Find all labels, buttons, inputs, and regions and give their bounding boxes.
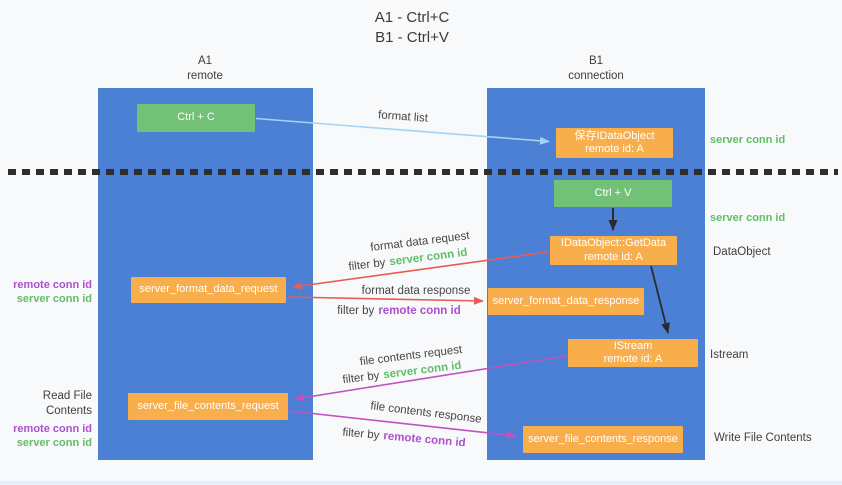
title-line-1: A1 - Ctrl+C [374, 9, 450, 26]
left-remote-conn-id-2: remote conn id [13, 423, 92, 435]
node-save-idataobject-line2: remote id: A [585, 143, 644, 155]
right-server-conn-id-top: server conn id [710, 134, 786, 146]
node-format-request-label: server_format_data_request [139, 283, 278, 296]
diagram-title: A1 - Ctrl+C B1 - Ctrl+V [337, 8, 487, 48]
lane-header-b1: B1 connection [546, 54, 646, 84]
node-ctrl-v-label: Ctrl + V [594, 186, 632, 199]
left-server-conn-id-1: server conn id [16, 293, 92, 305]
node-ctrl-v: Ctrl + V [554, 180, 672, 207]
left-server-conn-id-2: server conn id [16, 437, 92, 449]
label-file-contents-response: file contents response [369, 400, 483, 426]
node-getdata-line2: remote id: A [584, 250, 643, 263]
node-server-format-data-response: server_format_data_response [488, 288, 644, 315]
lane-b1-name: B1 [588, 55, 604, 67]
label-format-list: format list [377, 109, 429, 125]
lane-a1-role: remote [187, 70, 223, 82]
node-save-idataobject-line1: 保存IDataObject [574, 129, 655, 142]
node-save-idataobject: 保存IDataObject remote id: A [556, 128, 673, 158]
istream-label: Istream [710, 349, 749, 361]
node-server-file-contents-response: server_file_contents_response [523, 426, 683, 453]
lane-header-a1: A1 remote [155, 54, 255, 84]
label-format-data-response: format data response [361, 285, 471, 297]
node-server-file-contents-request: server_file_contents_request [128, 393, 288, 420]
node-idataobject-getdata: IDataObject::GetData remote id: A [550, 236, 677, 265]
lane-b1-role: connection [568, 70, 624, 82]
title-line-2: B1 - Ctrl+V [375, 29, 449, 46]
write-file-contents-label: Write File Contents [714, 432, 812, 444]
node-file-response-label: server_file_contents_response [528, 432, 678, 445]
arrow-format-data-response [287, 296, 484, 305]
read-file-contents-label: Read File Contents [42, 390, 92, 417]
dataobject-label: DataObject [713, 246, 771, 258]
node-ctrl-c-label: Ctrl + C [177, 111, 215, 124]
left-annotation-file: Read File Contents remote conn id server… [0, 389, 92, 450]
left-annotation-format: remote conn id server conn id [0, 278, 92, 306]
right-server-conn-id-mid: server conn id [710, 212, 786, 224]
node-format-response-label: server_format_data_response [492, 294, 640, 307]
node-ctrl-c: Ctrl + C [137, 104, 255, 132]
node-istream: IStream remote id: A [568, 339, 698, 367]
bottom-edge-strip [0, 481, 842, 485]
node-istream-line2: remote id: A [603, 353, 663, 365]
node-server-format-data-request: server_format_data_request [131, 277, 286, 303]
node-getdata-line1: IDataObject::GetData [560, 237, 667, 249]
node-istream-line1: IStream [613, 339, 653, 352]
lane-a1-name: A1 [197, 55, 213, 67]
node-file-request-label: server_file_contents_request [137, 399, 279, 412]
section-divider [8, 169, 838, 175]
left-remote-conn-id-1: remote conn id [13, 279, 92, 291]
